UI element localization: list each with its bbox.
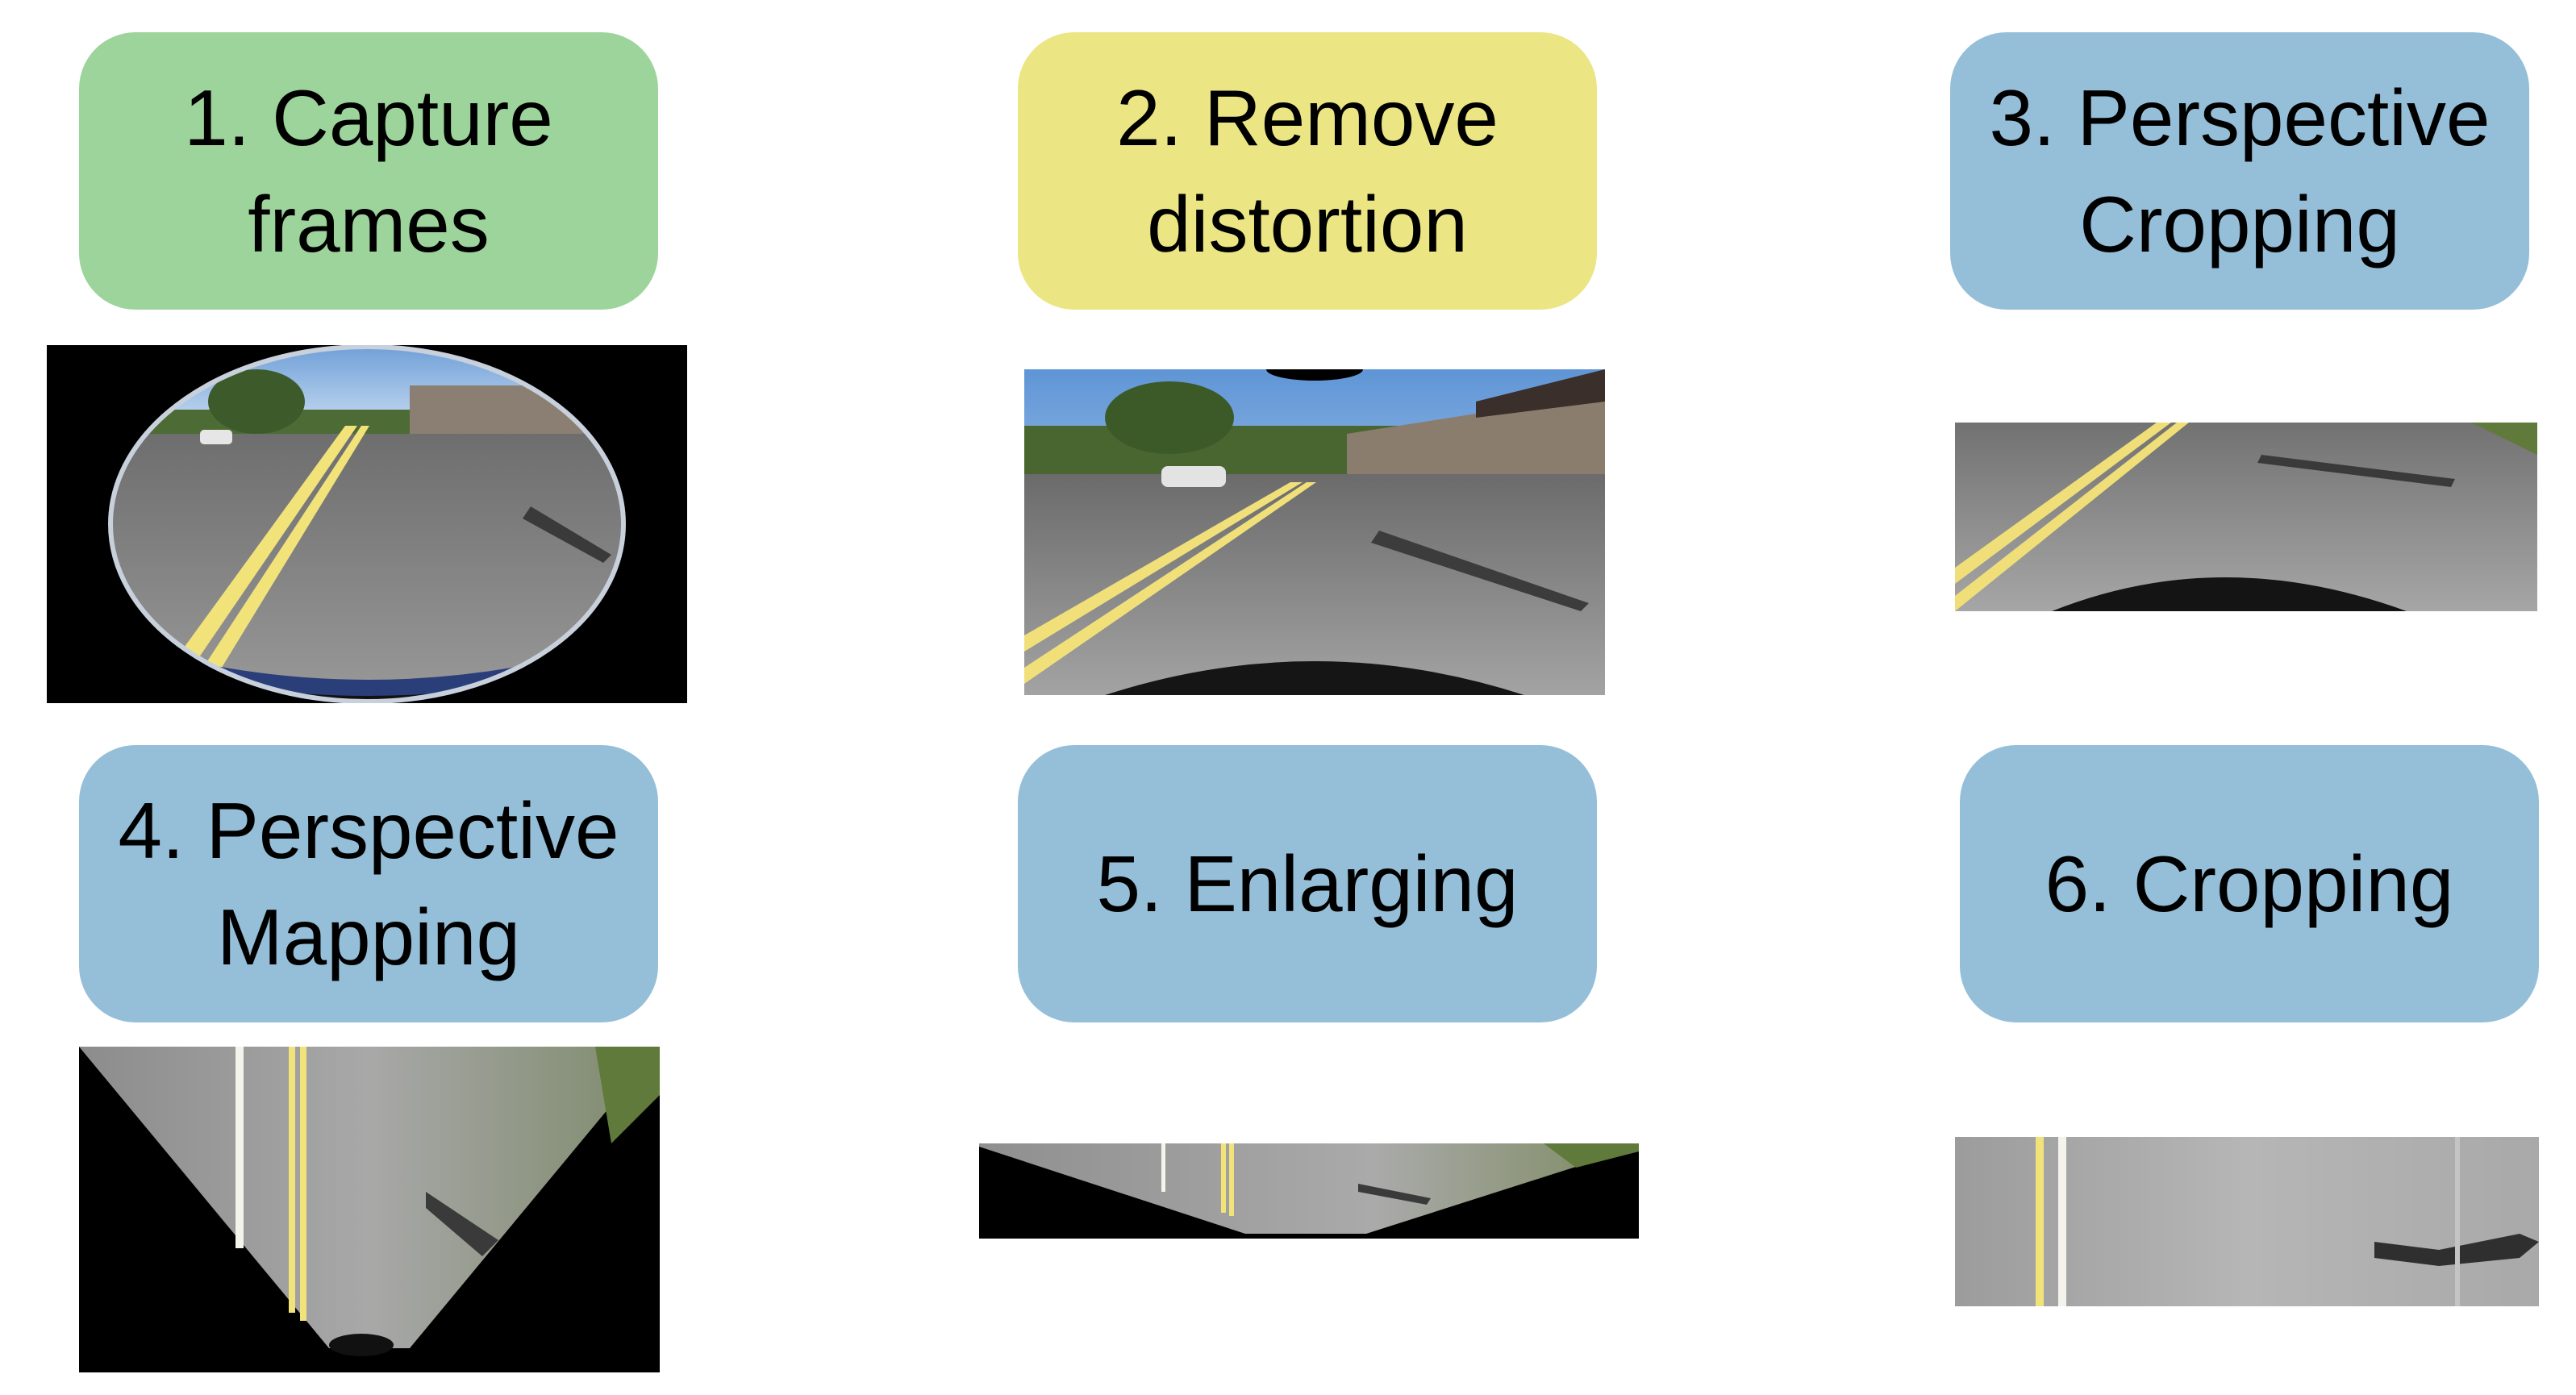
perspective-cropped-image (1955, 423, 2537, 611)
undistorted-frame-image (1024, 369, 1605, 695)
step-4-perspective-mapping: 4. Perspective Mapping (79, 745, 658, 1022)
step-6-cropping: 6. Cropping (1960, 745, 2539, 1022)
final-cropped-image (1955, 1137, 2539, 1306)
step-1-capture-frames: 1. Capture frames (79, 32, 658, 310)
step-2-remove-distortion: 2. Remove distortion (1018, 32, 1597, 310)
fisheye-frame-image (47, 345, 687, 703)
step-3-perspective-cropping: 3. Perspective Cropping (1950, 32, 2529, 310)
enlarged-image (979, 1143, 1639, 1239)
step-5-enlarging: 5. Enlarging (1018, 745, 1597, 1022)
perspective-mapped-image (79, 1047, 660, 1372)
